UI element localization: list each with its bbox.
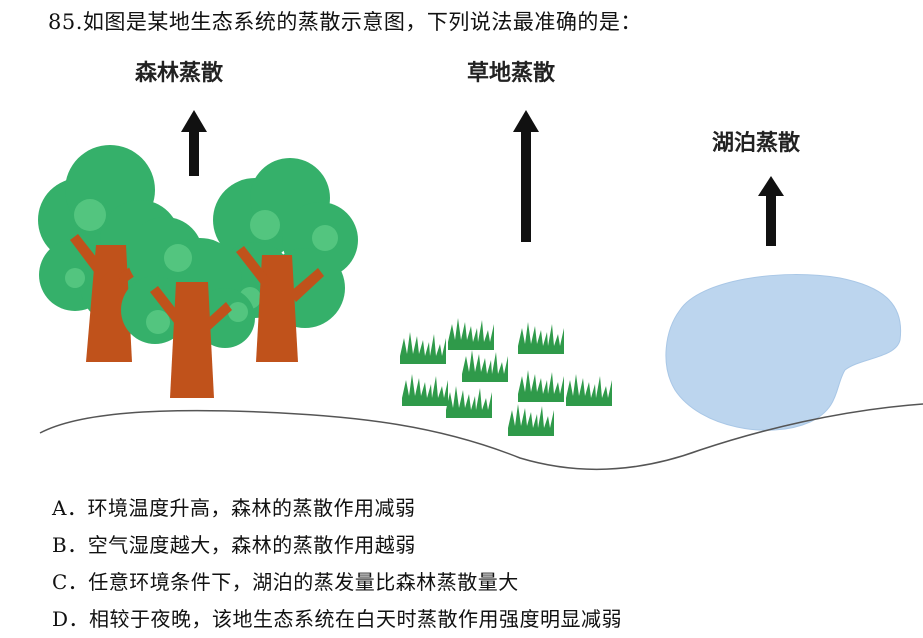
option-b[interactable]: B．空气湿度越大，森林的蒸散作用越弱 <box>52 533 416 557</box>
answer-options: A．环境温度升高，森林的蒸散作用减弱 B．空气湿度越大，森林的蒸散作用越弱 C．… <box>52 490 622 638</box>
grass-up-arrow <box>513 110 539 242</box>
option-a[interactable]: A．环境温度升高，森林的蒸散作用减弱 <box>52 496 416 520</box>
lake-up-arrow <box>758 176 784 246</box>
grass-evap-label: 草地蒸散 <box>467 60 556 86</box>
lake <box>665 274 902 431</box>
forest-up-arrow <box>181 110 207 176</box>
option-d[interactable]: D．相较于夜晚，该地生态系统在白天时蒸散作用强度明显减弱 <box>52 607 623 631</box>
question-stem: 85.如图是某地生态系统的蒸散示意图，下列说法最准确的是： <box>48 10 642 34</box>
lake-evap-label: 湖泊蒸散 <box>712 131 801 156</box>
ground-line <box>39 403 923 471</box>
option-c[interactable]: C．任意环境条件下，湖泊的蒸发量比森林蒸散量大 <box>52 570 519 594</box>
evapotranspiration-diagram: 森林蒸散 草地蒸散 湖泊蒸散 <box>38 60 923 471</box>
tree-middle <box>121 217 255 398</box>
grassland <box>400 318 612 436</box>
forest-trees <box>38 145 358 398</box>
forest-evap-label: 森林蒸散 <box>135 60 224 86</box>
